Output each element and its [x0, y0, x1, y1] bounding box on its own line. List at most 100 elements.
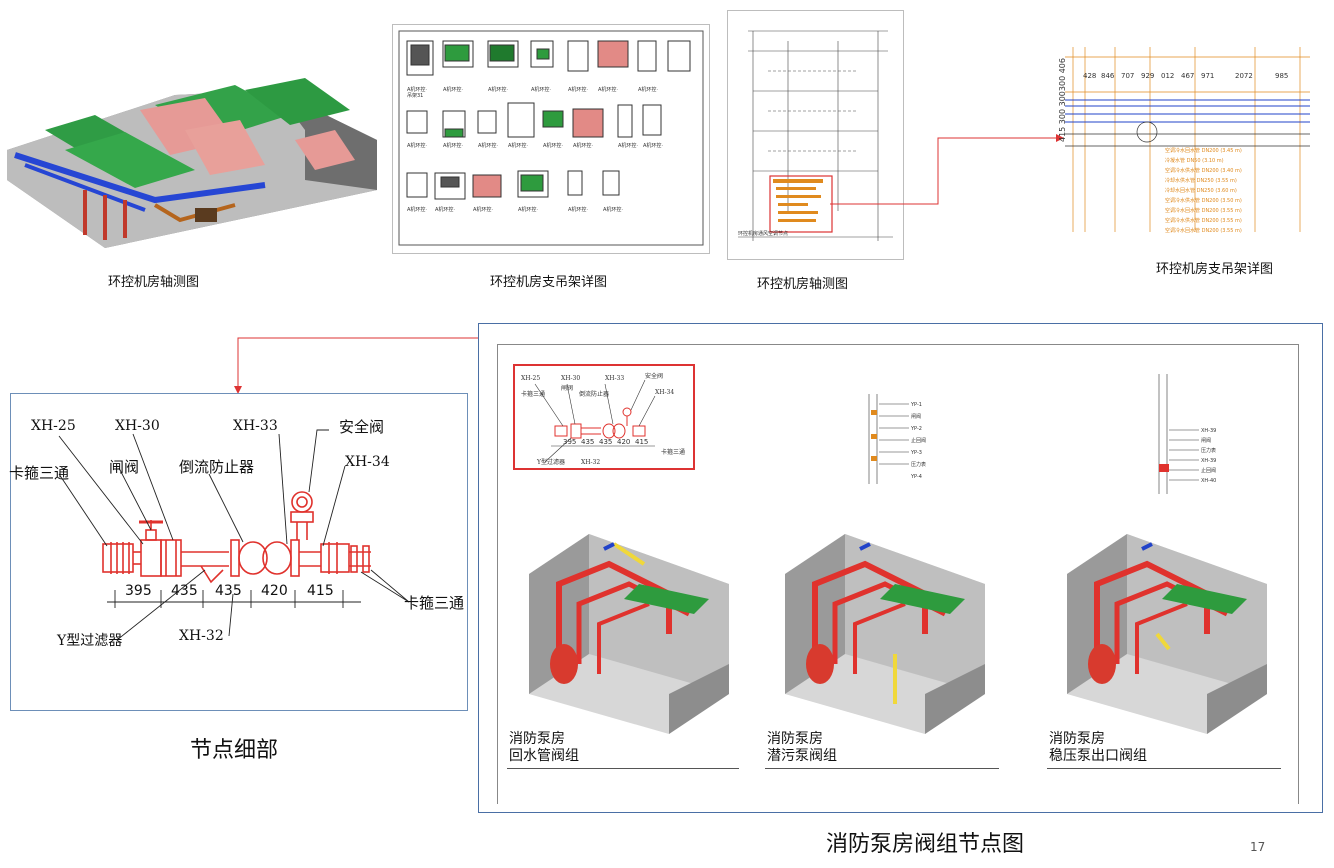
svg-text:YP-3: YP-3 — [910, 450, 922, 456]
page-number: 17 — [1250, 840, 1266, 854]
svg-text:空调冷水回水管 DN200 (3.55 m): 空调冷水回水管 DN200 (3.55 m) — [1165, 207, 1242, 214]
svg-text:卡箍三通: 卡箍三通 — [521, 390, 545, 398]
svg-text:冷却水供水管 DN250 (3.55 m): 冷却水供水管 DN250 (3.55 m) — [1165, 177, 1237, 184]
panel-1-caption-line1: 消防泵房 — [509, 731, 565, 747]
hanger-detail-sheet: A机环控· 吊架31 A机环控· A机环控· A机环控· A机环控· A机环控· A机环… — [392, 24, 710, 254]
label-xh30: XH-30 — [115, 418, 160, 434]
svg-text:707: 707 — [1121, 72, 1134, 80]
dimension-4: 420 — [261, 583, 288, 599]
svg-text:倒流防止器: 倒流防止器 — [579, 390, 609, 398]
mini-dim-4: 420 — [617, 438, 630, 446]
svg-text:Y型过滤器: Y型过滤器 — [536, 458, 565, 466]
node-detail-frame: XH-25 XH-30 XH-33 安全阀 XH-34 卡箍三通 闸阀 倒流防止… — [9, 393, 468, 711]
caption-hvac-axonometric-1: 环控机房轴测图 — [108, 275, 200, 290]
caption-hanger-detail-2: 环控机房支吊架详图 — [1156, 262, 1274, 277]
svg-text:A机环控·: A机环控· — [518, 206, 538, 213]
panel-1-underline — [507, 768, 739, 769]
caption-hanger-detail-1: 环控机房支吊架详图 — [490, 275, 608, 290]
svg-text:415 300 300300 406: 415 300 300300 406 — [1058, 58, 1067, 142]
pump-room-title: 消防泵房阀组节点图 — [826, 832, 1025, 857]
svg-text:XH-32: XH-32 — [581, 459, 600, 466]
pump-room-sheet — [497, 344, 1299, 804]
svg-text:929: 929 — [1141, 72, 1154, 80]
panel-2-caption-line2: 潜污泵阀组 — [767, 748, 837, 764]
label-xh34: XH-34 — [345, 454, 390, 470]
svg-text:XH-39: XH-39 — [1201, 428, 1216, 434]
label-safety-valve: 安全阀 — [339, 418, 385, 436]
svg-text:卡箍三通: 卡箍三通 — [661, 448, 685, 456]
svg-text:空调冷水供水管 DN200 (3.55 m): 空调冷水供水管 DN200 (3.55 m) — [1165, 217, 1242, 224]
label-clamp-tee-left: 卡箍三通 — [9, 464, 70, 482]
pump-room-3d-3 — [1067, 534, 1267, 734]
svg-text:压力表: 压力表 — [1201, 447, 1216, 454]
svg-text:985: 985 — [1275, 72, 1288, 80]
svg-text:A机环控·: A机环控· — [407, 142, 427, 149]
svg-text:闸阀: 闸阀 — [911, 413, 921, 420]
svg-text:XH-30: XH-30 — [561, 375, 580, 382]
svg-text:吊架31: 吊架31 — [407, 93, 423, 99]
svg-text:YP-1: YP-1 — [910, 402, 922, 408]
svg-text:A机环控·: A机环控· — [407, 206, 427, 213]
svg-text:XH-34: XH-34 — [655, 389, 674, 396]
svg-text:压力表: 压力表 — [911, 461, 926, 468]
svg-text:A机环控·: A机环控· — [443, 86, 463, 93]
svg-text:A机环控·: A机环控· — [478, 142, 498, 149]
panel-2-underline — [765, 768, 999, 769]
svg-text:A机环控·: A机环控· — [603, 206, 623, 213]
svg-text:A机环控·: A机环控· — [543, 142, 563, 149]
label-y-filter: Y型过滤器 — [57, 633, 123, 649]
svg-text:A机环控·: A机环控· — [638, 86, 658, 93]
pump-room-3d-2 — [785, 534, 985, 734]
svg-text:971: 971 — [1201, 72, 1214, 80]
label-backflow-preventer: 倒流防止器 — [179, 458, 255, 476]
label-xh33: XH-33 — [233, 418, 278, 434]
svg-text:A机环控·: A机环控· — [573, 142, 593, 149]
svg-text:XH-40: XH-40 — [1201, 478, 1216, 484]
svg-text:A机环控·: A机环控· — [568, 206, 588, 213]
svg-text:冷凝水管 DN50 (3.10 m): 冷凝水管 DN50 (3.10 m) — [1165, 157, 1224, 164]
panel-3-caption-line1: 消防泵房 — [1049, 731, 1105, 747]
svg-text:A机环控·: A机环控· — [508, 142, 528, 149]
svg-text:A机环控·: A机环控· — [488, 86, 508, 93]
svg-text:冷却水回水管 DN250 (3.60 m): 冷却水回水管 DN250 (3.60 m) — [1165, 187, 1237, 194]
zoom-connector-arrow — [830, 134, 1064, 205]
svg-text:A机环控·: A机环控· — [443, 142, 463, 149]
mini-dim-5: 415 — [635, 438, 648, 446]
caption-hvac-axonometric-2: 环控机房轴测图 — [757, 277, 849, 292]
svg-text:空调冷水回水管 DN200 (3.45 m): 空调冷水回水管 DN200 (3.45 m) — [1165, 147, 1242, 154]
panel-3-underline — [1047, 768, 1281, 769]
svg-text:428: 428 — [1083, 72, 1096, 80]
hvac-plan-sheet: 环控机房通风空调节点 — [727, 10, 904, 260]
label-xh25: XH-25 — [31, 418, 76, 434]
hvac-axonometric-image — [5, 70, 377, 252]
svg-text:XH-25: XH-25 — [521, 375, 540, 382]
svg-text:安全阀: 安全阀 — [645, 372, 663, 380]
svg-text:环控机房通风空调节点: 环控机房通风空调节点 — [738, 230, 788, 237]
svg-text:XH-39: XH-39 — [1201, 458, 1216, 464]
mini-dim-3: 435 — [599, 438, 612, 446]
svg-text:空调冷水供水管 DN200 (3.40 m): 空调冷水供水管 DN200 (3.40 m) — [1165, 167, 1242, 174]
panel-3-caption-line2: 稳压泵出口阀组 — [1049, 748, 1147, 764]
svg-text:YP-4: YP-4 — [910, 474, 922, 480]
panel-1-caption-line2: 回水管阀组 — [509, 748, 579, 764]
svg-text:YP-2: YP-2 — [910, 426, 922, 432]
svg-text:空调冷水供水管 DN200 (3.50 m): 空调冷水供水管 DN200 (3.50 m) — [1165, 197, 1242, 204]
svg-text:A机环控·: A机环控· — [643, 142, 663, 149]
svg-text:467: 467 — [1181, 72, 1194, 80]
svg-text:A机环控·: A机环控· — [618, 142, 638, 149]
svg-text:846: 846 — [1101, 72, 1115, 80]
svg-text:闸阀: 闸阀 — [1201, 437, 1211, 444]
pump-room-3d-1 — [529, 534, 729, 734]
mini-dim-1: 395 — [563, 438, 576, 446]
panel-2-caption-line1: 消防泵房 — [767, 731, 823, 747]
dimension-3: 435 — [215, 583, 242, 599]
svg-text:A机环控·: A机环控· — [598, 86, 618, 93]
node-detail-title: 节点细部 — [190, 738, 279, 763]
label-xh32: XH-32 — [179, 628, 224, 644]
svg-text:A机环控·: A机环控· — [568, 86, 588, 93]
